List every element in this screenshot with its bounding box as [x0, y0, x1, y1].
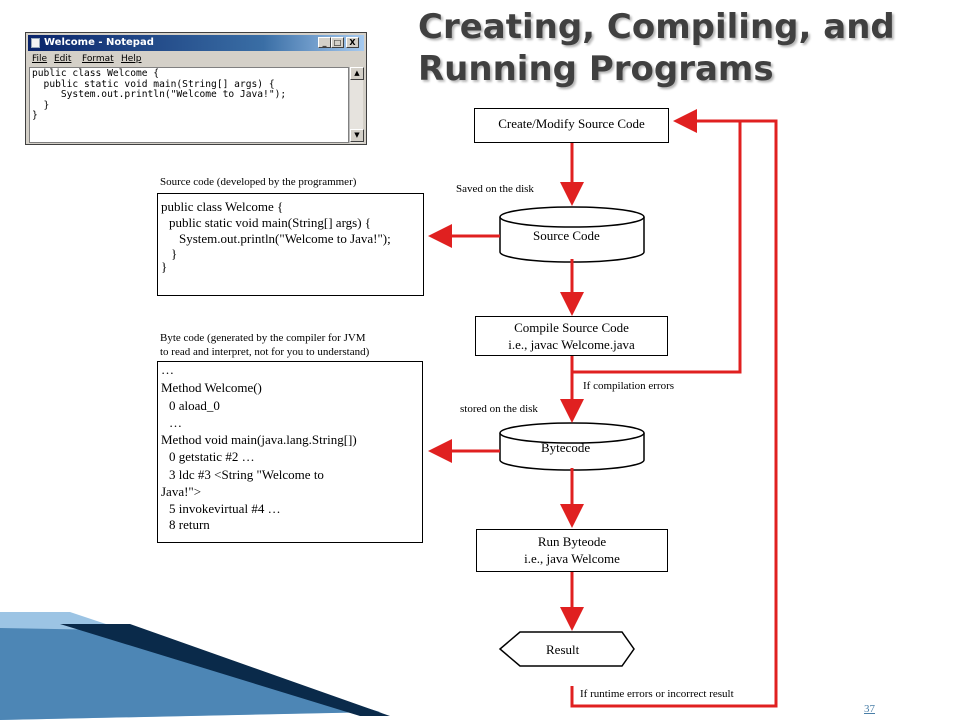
source-code-cylinder	[499, 206, 645, 263]
source-line: public static void main(String[] args) {	[169, 215, 372, 230]
source-code-store-label: Source Code	[533, 228, 600, 243]
bytecode-line: 5 invokevirtual #4 …	[169, 501, 281, 516]
create-modify-box: Create/Modify Source Code	[474, 108, 669, 143]
scroll-down-button[interactable]: ▼	[350, 129, 364, 142]
slide-title-line1: Creating, Compiling, and	[418, 7, 895, 47]
slide-title-line2: Running Programs	[418, 49, 774, 89]
bytecode-panel: … Method Welcome() 0 aload_0 … Method vo…	[157, 361, 423, 543]
stored-on-disk-label: stored on the disk	[460, 403, 538, 415]
ribbon-mid	[0, 628, 380, 720]
bytecode-caption-line1: Byte code (generated by the compiler for…	[160, 332, 366, 344]
compile-box: Compile Source Code i.e., javac Welcome.…	[475, 316, 668, 356]
source-code-panel: public class Welcome { public static voi…	[157, 193, 424, 296]
bytecode-line: …	[169, 415, 182, 430]
maximize-button[interactable]: □	[331, 37, 344, 48]
menu-file[interactable]: File	[32, 54, 48, 64]
bytecode-line: Method void main(java.lang.String[])	[161, 432, 357, 447]
saved-on-disk-label: Saved on the disk	[456, 183, 534, 195]
bytecode-line: 0 getstatic #2 …	[169, 449, 255, 464]
source-line: public class Welcome {	[161, 199, 284, 214]
notepad-menu-bar: File Edit Format Help	[28, 52, 364, 66]
bytecode-line: 3 ldc #3 <String "Welcome to	[169, 467, 324, 482]
bytecode-caption-line2: to read and interpret, not for you to un…	[160, 346, 370, 358]
notepad-title-bar[interactable]: Welcome - Notepad _ □ X	[28, 35, 364, 51]
bytecode-cylinder	[499, 422, 645, 471]
compile-label-line1: Compile Source Code	[514, 320, 629, 335]
bytecode-line: Java!">	[161, 484, 202, 499]
source-panel-caption: Source code (developed by the programmer…	[160, 176, 357, 188]
bytecode-line: 8 return	[169, 517, 210, 532]
notepad-vertical-scrollbar[interactable]: ▲ ▼	[349, 67, 364, 143]
notepad-app-icon	[31, 38, 40, 48]
run-label-line1: Run Byteode	[537, 534, 607, 549]
compile-label-line2: i.e., javac Welcome.java	[508, 337, 635, 352]
compilation-error-loop	[572, 109, 742, 374]
slide-title: Creating, Compiling, and Running Program…	[418, 6, 948, 90]
run-box: Run Byteode i.e., java Welcome	[476, 529, 668, 572]
result-label: Result	[546, 642, 580, 657]
result-display-shape	[498, 631, 635, 667]
bytecode-store-label: Bytecode	[541, 440, 591, 455]
notepad-window: Welcome - Notepad _ □ X File Edit Format…	[25, 32, 367, 145]
page-number: 37	[864, 703, 875, 715]
minimize-button[interactable]: _	[318, 37, 331, 48]
bytecode-line: Method Welcome()	[161, 380, 262, 395]
notepad-text-area[interactable]: public class Welcome { public static voi…	[29, 67, 349, 143]
notepad-code: public class Welcome { public static voi…	[32, 68, 287, 122]
source-line: System.out.println("Welcome to Java!");	[179, 231, 391, 246]
compilation-errors-label: If compilation errors	[583, 380, 675, 392]
create-modify-label: Create/Modify Source Code	[498, 116, 645, 131]
scroll-up-button[interactable]: ▲	[350, 67, 364, 80]
notepad-title: Welcome - Notepad	[44, 37, 154, 48]
close-button[interactable]: X	[346, 37, 359, 48]
runtime-errors-label: If runtime errors or incorrect result	[580, 688, 734, 700]
source-line: }	[161, 259, 168, 274]
source-line: }	[171, 246, 178, 261]
runtime-error-loop	[570, 119, 778, 708]
ribbon-dark	[60, 624, 390, 716]
run-label-line2: i.e., java Welcome	[524, 551, 620, 566]
menu-edit[interactable]: Edit	[54, 54, 72, 64]
menu-format[interactable]: Format	[82, 54, 114, 64]
bytecode-line: 0 aload_0	[169, 398, 220, 413]
menu-help[interactable]: Help	[121, 54, 142, 64]
bytecode-line: …	[161, 362, 174, 377]
